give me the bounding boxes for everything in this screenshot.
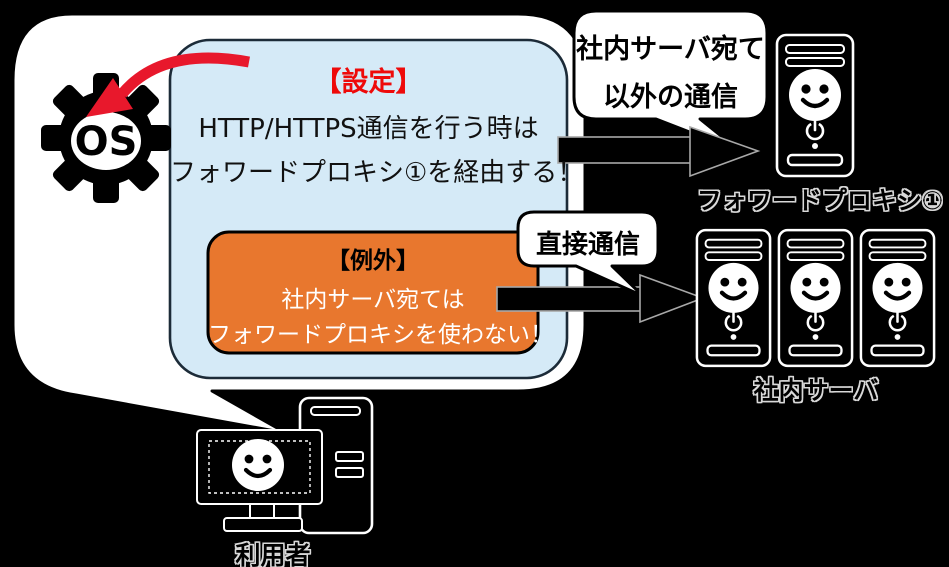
settings-note-line1: HTTP/HTTPS通信を行う時は [198,114,539,144]
proxy-route-callout-line2: 以外の通信 [603,82,738,113]
os-gear-label: OS [75,119,138,165]
settings-note-title: 【設定】 [314,67,423,98]
settings-note-line2: フォワードプロキシ①を経由する！ [170,158,584,188]
os-gear-icon: OS [41,73,171,203]
direct-route-callout-bubble [516,210,660,298]
internal-server-label: 社内サーバ [753,376,879,405]
exception-line1: 社内サーバ宛ては [281,287,465,313]
proxy-arrow-head [689,125,761,178]
forward-proxy-server-icon [777,35,853,176]
direct-arrow-head [639,273,706,324]
forward-proxy-label: フォワードプロキシ① [696,186,944,215]
exception-title: 【例外】 [327,248,419,274]
user-computer-icon [196,396,374,535]
user-label: 利用者 [235,541,311,567]
proxy-arrow-shaft [557,136,693,164]
proxy-route-callout-line1: 社内サーバ宛て [576,34,765,65]
direct-route-callout-label: 直接通信 [535,230,640,260]
internal-servers-icon [697,230,934,366]
exception-line2: フォワードプロキシを使わない！ [208,322,553,348]
config-pointer-arrow-icon [86,52,250,117]
proxy-route-callout-bubble [572,9,769,154]
